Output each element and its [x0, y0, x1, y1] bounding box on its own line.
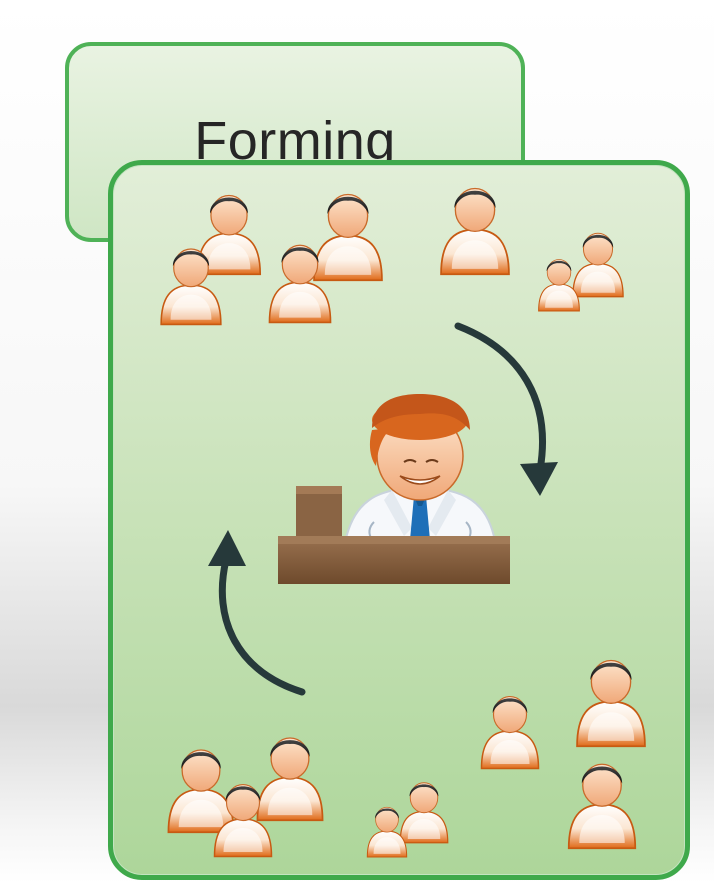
- leader-at-desk-icon: [278, 394, 510, 584]
- cycle-arrow-icon: [208, 530, 306, 696]
- team-member-icon: [256, 737, 324, 822]
- team-member-icon: [440, 187, 510, 276]
- team-member-icon: [567, 763, 637, 850]
- team-member-icon: [167, 749, 235, 834]
- team-member-icon: [572, 232, 624, 298]
- team-member-icon: [313, 193, 383, 282]
- team-member-icon: [480, 695, 540, 770]
- team-member-icon: [399, 782, 449, 844]
- stage-title: Forming: [194, 111, 396, 171]
- team-member-icon: [575, 659, 647, 748]
- cycle-arrow-icon: [454, 322, 558, 496]
